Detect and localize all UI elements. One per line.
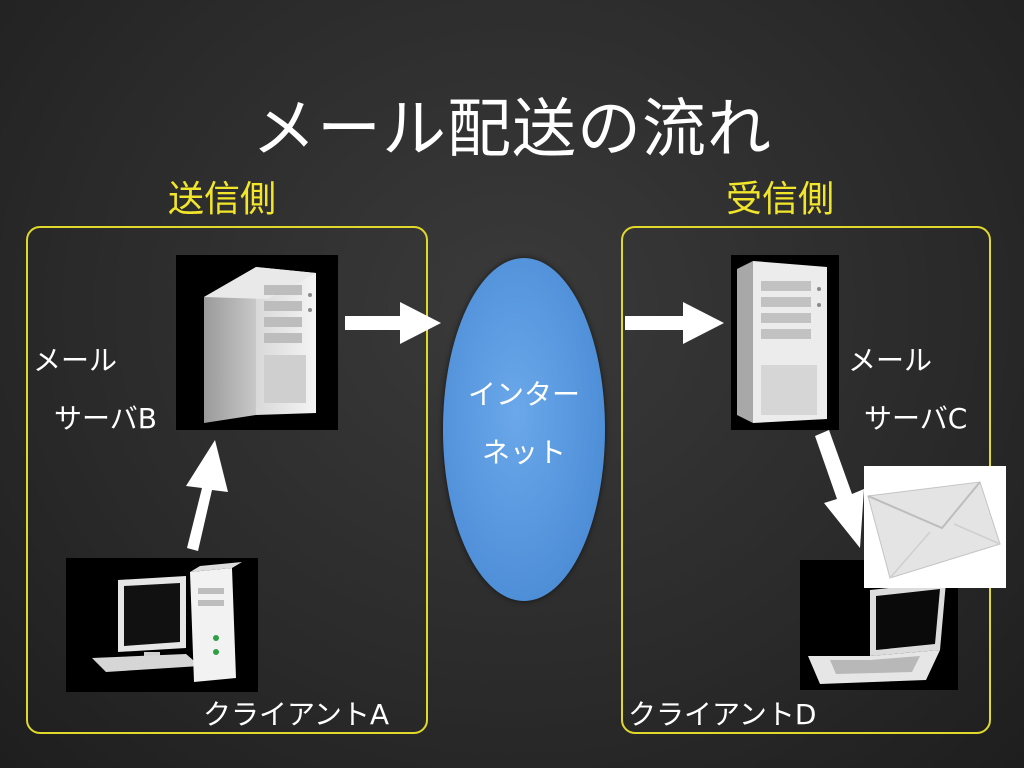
internet-ellipse: [443, 258, 605, 601]
server-c-label-line1: メール: [848, 344, 933, 377]
server-c-label-line2: サーバC: [864, 402, 968, 435]
sender-heading: 送信側: [168, 179, 277, 220]
server-tower-icon: [737, 261, 827, 423]
internet-label-line1: インター: [467, 378, 580, 411]
server-c-tile: [731, 255, 839, 430]
desktop-computer-icon: [92, 562, 242, 682]
slide-title: メール配送の流れ: [252, 93, 772, 167]
server-b-tile: [176, 255, 338, 430]
client-a-tile: [66, 558, 258, 692]
server-b-label-line2: サーバB: [54, 402, 157, 435]
receiver-heading: 受信側: [726, 179, 835, 220]
server-tower-icon: [204, 267, 316, 423]
envelope-tile: [864, 466, 1006, 588]
server-b-label-line1: メール: [33, 344, 118, 377]
client-a-label: クライアントA: [203, 698, 390, 731]
client-d-label: クライアントD: [628, 698, 817, 731]
sender-group-box: [26, 226, 428, 734]
envelope-icon: [867, 481, 1001, 579]
internet-label-line2: ネット: [481, 436, 566, 469]
laptop-icon: [808, 582, 946, 684]
